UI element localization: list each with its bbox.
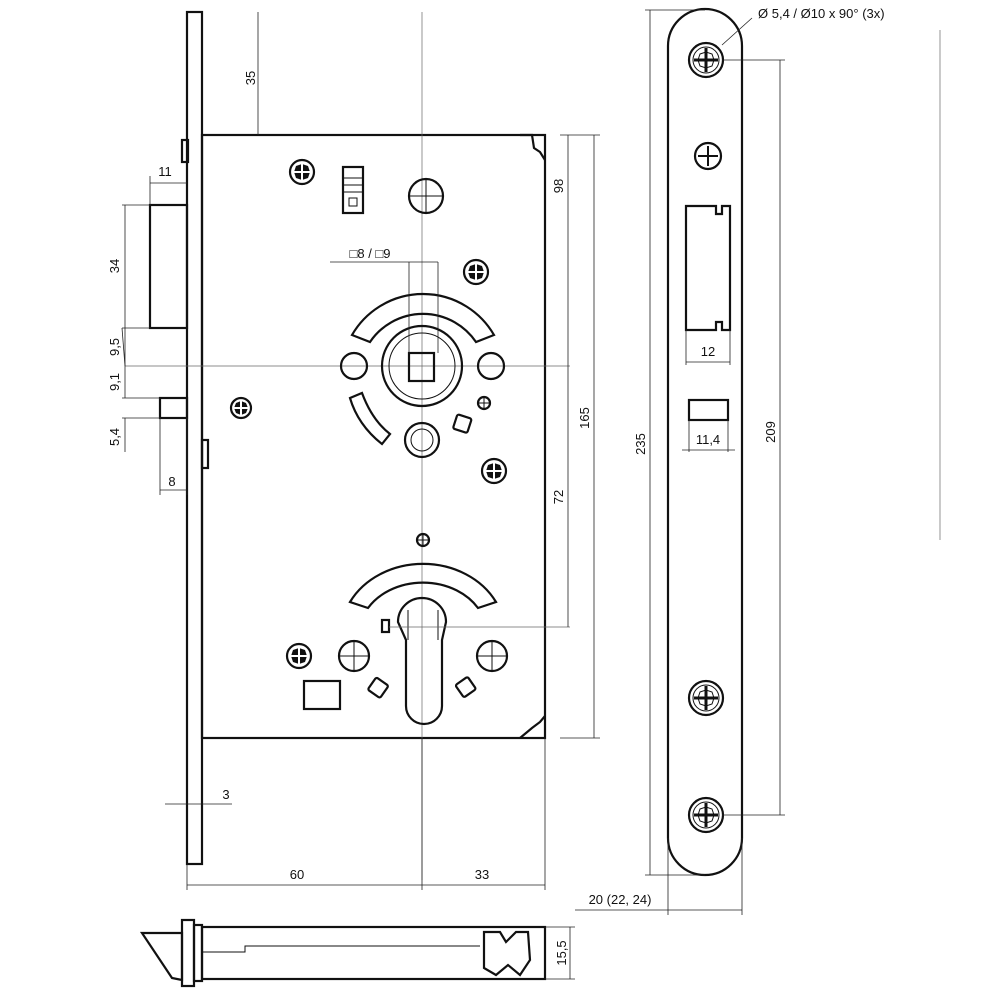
dim-strike-bolt-width: 11,4 <box>696 432 720 447</box>
hole-bottom-right <box>475 639 509 673</box>
lock-case <box>200 133 547 740</box>
cam-bottom-right <box>454 676 477 698</box>
dim-offset-5-4: 5,4 <box>107 428 122 446</box>
faceplate-screw-second <box>693 141 723 171</box>
dim-offset-9-1: 9,1 <box>107 373 122 391</box>
faceplate-screw-bottom <box>687 796 725 834</box>
latch-bolt <box>148 203 189 330</box>
dim-offset-9-5: 9,5 <box>107 338 122 356</box>
forend-tab <box>200 438 210 470</box>
dim-faceplate-length: 235 <box>633 433 648 455</box>
screw-top-left <box>288 158 316 186</box>
dim-side-thickness: 15,5 <box>554 940 569 965</box>
dim-latch-depth: 11 <box>158 164 172 179</box>
dim-square-follower: □8 / □9 <box>350 246 391 261</box>
faceplate-bolt-opening <box>687 398 730 422</box>
side-latch-tip <box>139 931 184 982</box>
forend-plate <box>185 10 204 866</box>
screw-bottom-left <box>285 642 313 670</box>
dim-strike-slot-width: 12 <box>701 344 715 359</box>
screw-mid-right <box>480 457 508 485</box>
dim-follower-to-bottom: 165 <box>577 407 592 429</box>
follower-hub-outer <box>380 324 464 408</box>
top-switch <box>341 165 365 215</box>
bottom-square-box <box>302 679 342 711</box>
cylinder-arc <box>348 562 498 610</box>
follower-hub-inner <box>388 332 456 400</box>
dim-faceplate-thickness: 3 <box>222 787 229 802</box>
follower-screw-left <box>339 351 369 381</box>
hole-top-center <box>407 177 445 215</box>
dim-faceplate-width: 20 (22, 24) <box>589 892 652 907</box>
case-notch-top <box>520 133 546 161</box>
screw-spec-label: Ø 5,4 / Ø10 x 90° (3x) <box>758 6 885 21</box>
screw-upper-right <box>462 258 490 286</box>
faceplate-latch-opening <box>684 204 732 332</box>
arc-segment-left <box>348 391 392 446</box>
follower-hole-lower <box>403 421 441 459</box>
faceplate-screw-lower <box>687 679 725 717</box>
cylinder-pin <box>380 618 391 634</box>
dim-screw-distance: 209 <box>763 421 778 443</box>
side-case <box>200 925 547 981</box>
square-follower <box>407 351 436 383</box>
small-cam-right <box>452 413 473 434</box>
hole-small-right <box>476 395 492 411</box>
dim-latch-height: 34 <box>107 259 122 273</box>
cam-bottom-left <box>367 676 389 699</box>
dim-follower-to-cylinder: 72 <box>551 490 566 504</box>
latch-small-tab <box>180 138 190 164</box>
side-mechanism <box>482 930 532 977</box>
follower-screw-right <box>476 351 506 381</box>
side-inner-line <box>202 945 480 953</box>
left-dimension-lines: 35 11 34 9,5 9,1 5,4 8 3 <box>107 12 600 890</box>
side-forend-outer <box>192 923 204 983</box>
dim-bolt-width: 8 <box>168 474 175 489</box>
dim-top-to-follower: 98 <box>551 179 566 193</box>
dim-top-backset: 35 <box>243 71 258 85</box>
euro-cylinder-profile <box>396 596 448 726</box>
faceplate-view: 12 11,4 Ø 5,4 / Ø10 x 90° (3x) 235 209 2… <box>575 6 941 915</box>
dim-backset: 60 <box>290 867 304 882</box>
hole-small-upper-arc <box>415 532 431 548</box>
side-forend <box>180 918 196 988</box>
faceplate-screw-top <box>687 41 725 79</box>
hole-bottom-left <box>337 639 371 673</box>
lock-body-front-view <box>125 10 570 880</box>
lock-side-view: 15,5 <box>139 918 575 988</box>
bolt-small <box>158 396 189 420</box>
dim-case-right: 33 <box>475 867 489 882</box>
case-notch-bottom <box>519 715 546 739</box>
follower-arc-upper <box>350 293 496 344</box>
screw-mid-left <box>229 396 253 420</box>
